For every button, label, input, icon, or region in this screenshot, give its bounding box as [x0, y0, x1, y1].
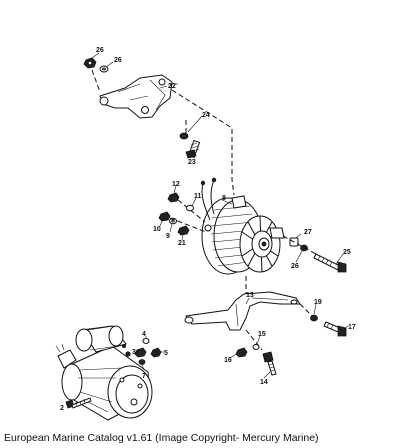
callout-17: 17 [348, 324, 356, 331]
leader-lines [66, 52, 349, 405]
nut-12 [167, 192, 180, 203]
assembly-line [171, 89, 235, 196]
bolt-23 [185, 139, 201, 159]
mounting-bracket-22 [99, 74, 178, 119]
assembly-line [169, 217, 207, 233]
nut-3 [134, 347, 147, 358]
nut-21 [177, 225, 190, 236]
callout-5: 5 [164, 350, 168, 357]
callout-26-top: 26 [96, 47, 104, 54]
callout-23: 23 [188, 159, 196, 166]
assembly-line [299, 303, 313, 317]
callout-13: 13 [246, 292, 254, 299]
washer-24 [179, 132, 189, 140]
image-caption: European Marine Catalog v1.61 (Image Cop… [4, 432, 319, 444]
starter-motor [55, 325, 153, 421]
assembly-line [245, 329, 263, 351]
callout-4: 4 [142, 331, 146, 338]
alternator-8 [200, 177, 285, 275]
washer-9 [169, 217, 177, 225]
callout-10: 10 [153, 226, 161, 233]
assembly-line [282, 235, 317, 255]
callout-25: 25 [343, 249, 351, 256]
callout-9: 9 [166, 233, 170, 240]
callout-2: 2 [60, 405, 64, 412]
washer-4 [142, 338, 150, 344]
callout-19: 19 [314, 299, 322, 306]
callout-26-right: 26 [291, 263, 299, 270]
callout-8: 8 [222, 195, 226, 202]
adjusting-brace-13 [184, 291, 301, 331]
callout-11: 11 [194, 193, 202, 200]
nut-5 [150, 347, 162, 358]
callout-3: 3 [132, 349, 136, 356]
bolt-2 [65, 397, 92, 409]
callout-24: 24 [202, 112, 210, 119]
callout-15: 15 [258, 331, 266, 338]
bolt-17 [323, 321, 347, 337]
nut-26-top [83, 57, 97, 69]
callout-26-washer: 26 [114, 57, 122, 64]
washer-19 [310, 314, 318, 322]
bolt-14 [262, 351, 277, 376]
nut-10 [158, 211, 171, 222]
callout-21: 21 [178, 240, 186, 247]
part-7 [138, 359, 146, 365]
washer-15 [252, 344, 260, 350]
callout-12: 12 [172, 181, 180, 188]
assembly-line [91, 69, 101, 93]
callout-27: 27 [304, 229, 312, 236]
washer-11 [186, 204, 194, 212]
bolt-25 [313, 253, 347, 273]
callout-16: 16 [224, 357, 232, 364]
callout-14: 14 [260, 379, 268, 386]
nut-16 [235, 347, 248, 358]
washer-26-top [99, 65, 109, 73]
callout-7: 7 [142, 373, 146, 380]
callout-22: 22 [168, 83, 176, 90]
